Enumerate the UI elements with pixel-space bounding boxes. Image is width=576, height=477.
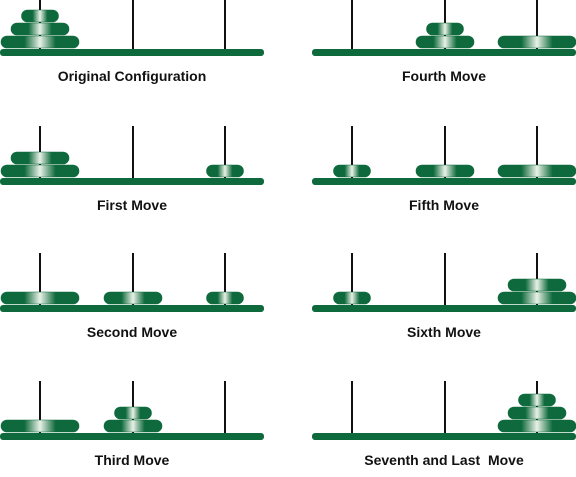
- panel-4: [0, 381, 264, 440]
- disk-size-3: [0, 164, 80, 178]
- disk-size-1: [21, 9, 59, 23]
- disk-size-1: [206, 291, 244, 305]
- panel-caption: Fourth Move: [402, 68, 486, 84]
- base-bar: [0, 178, 264, 185]
- disk-size-1: [333, 164, 371, 178]
- disk-size-3: [0, 291, 80, 305]
- panel-8: [312, 381, 576, 440]
- disk-size-3: [497, 291, 576, 305]
- disk-size-2: [10, 151, 70, 165]
- disk-size-1: [426, 22, 464, 36]
- disk-size-1: [518, 393, 556, 407]
- disk-size-2: [415, 164, 475, 178]
- disk-size-1: [333, 291, 371, 305]
- base-bar: [312, 305, 576, 312]
- panel-caption: Sixth Move: [407, 324, 481, 340]
- panel-caption: Seventh and Last Move: [364, 452, 524, 468]
- disk-size-3: [0, 419, 80, 433]
- panel-caption: First Move: [96, 197, 167, 213]
- disk-size-1: [206, 164, 244, 178]
- disk-size-2: [507, 406, 567, 420]
- disk-size-2: [103, 291, 163, 305]
- disk-size-3: [497, 419, 576, 433]
- panel-caption: Third Move: [94, 452, 170, 468]
- panel-3: [0, 253, 264, 312]
- panel-1: [0, 0, 264, 56]
- base-bar: [0, 305, 264, 312]
- panel-7: [312, 253, 576, 312]
- disk-size-2: [103, 419, 163, 433]
- panel-caption: Fifth Move: [409, 197, 479, 213]
- base-bar: [312, 178, 576, 185]
- base-bar: [312, 49, 576, 56]
- base-bar: [0, 49, 264, 56]
- disk-size-2: [10, 22, 70, 36]
- base-bar: [312, 433, 576, 440]
- disk-size-2: [415, 35, 475, 49]
- disk-size-3: [497, 164, 576, 178]
- disk-size-3: [497, 35, 576, 49]
- panel-6: [312, 126, 576, 185]
- panel-5: [312, 0, 576, 56]
- panel-2: [0, 126, 264, 185]
- disk-size-3: [0, 35, 80, 49]
- base-bar: [0, 433, 264, 440]
- panel-caption: Second Move: [86, 324, 178, 340]
- disk-size-2: [507, 278, 567, 292]
- disk-size-1: [114, 406, 152, 420]
- panel-caption: Original Configuration: [57, 68, 207, 84]
